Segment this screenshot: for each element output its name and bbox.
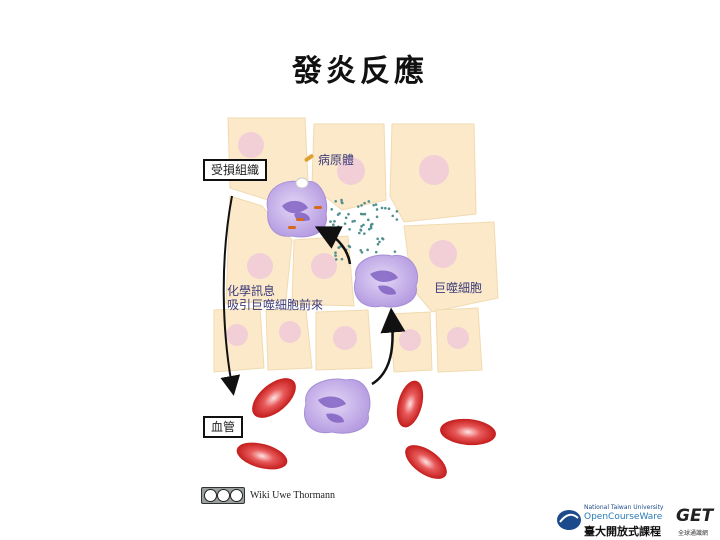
chemical-dot <box>348 227 351 231</box>
label-blood-vessel: 血管 <box>203 416 244 438</box>
chemical-dot <box>369 226 373 230</box>
chemical-dot <box>353 219 356 223</box>
creative-commons-badge <box>201 487 245 504</box>
chemical-dot <box>329 220 332 223</box>
chemical-dot <box>395 218 399 221</box>
chemical-dot <box>362 223 365 227</box>
chemical-dot <box>374 250 378 254</box>
chemical-dot <box>370 222 374 226</box>
ocw-name: OpenCourseWare <box>584 512 663 522</box>
chemical-dot <box>333 220 336 223</box>
chemical-dot <box>376 242 380 246</box>
chemical-dot <box>393 250 397 253</box>
chemical-dot <box>360 225 363 228</box>
chemical-dot <box>384 206 387 210</box>
label-pathogen: 病原體 <box>318 153 355 167</box>
get-subtitle: 全球通識網 <box>678 530 709 537</box>
chemical-dot <box>363 201 366 205</box>
chemical-dot <box>337 246 341 249</box>
ocw-university: National Taiwan University <box>584 504 664 511</box>
phagocyte-engulfing <box>266 180 328 238</box>
slide-title: 發炎反應 <box>292 54 428 89</box>
chemical-dot <box>391 214 395 218</box>
image-credit: Wiki Uwe Thormann <box>250 490 335 501</box>
chemical-dot <box>376 237 379 241</box>
chemical-dot <box>366 218 370 222</box>
chemical-dot <box>375 215 379 219</box>
chemical-dot <box>332 223 335 227</box>
chemical-dot <box>329 244 332 247</box>
chemical-dot <box>359 249 363 252</box>
chemical-dot <box>381 237 384 240</box>
chemical-dot <box>360 204 363 207</box>
chemical-dot <box>395 210 399 213</box>
chemical-dot <box>334 258 338 261</box>
chemical-dot <box>337 225 340 228</box>
ocw-logo: National Taiwan University OpenCourseWar… <box>556 502 716 538</box>
chemical-dot <box>380 206 384 210</box>
pathogen-bacteria <box>295 154 314 189</box>
chemical-dot <box>347 244 351 248</box>
chemical-dot <box>340 257 344 261</box>
label-attract-phagocytes: 吸引巨噬細胞前來 <box>227 298 324 312</box>
chemical-dot <box>334 199 338 203</box>
chemical-dot <box>378 240 381 244</box>
chemical-dot <box>361 212 365 216</box>
chemical-dot <box>344 216 348 220</box>
chemical-dot <box>338 212 341 215</box>
chemical-dot <box>363 232 366 235</box>
phagocyte-in-blood-vessel <box>304 378 371 434</box>
ocw-chinese-name: 臺大開放式課程 <box>584 525 661 538</box>
red-blood-cells <box>236 378 496 479</box>
chemical-dot <box>387 207 391 211</box>
chemical-dot <box>347 212 350 216</box>
label-infected-tissue: 受損組織 <box>203 159 268 181</box>
chemical-dot <box>367 200 371 203</box>
chemical-dot <box>351 220 354 223</box>
chemical-dot <box>372 203 375 207</box>
label-phagocyte: 巨噬細胞 <box>434 281 483 295</box>
chemical-dot <box>340 198 343 202</box>
chemical-dot <box>360 251 364 254</box>
cell-nuclei <box>226 132 469 351</box>
chemical-dot <box>375 208 379 211</box>
chemical-dot <box>343 222 347 225</box>
ntu-emblem-icon <box>557 510 581 530</box>
chemical-dot <box>366 248 369 252</box>
migration-arrow-upper <box>314 226 352 265</box>
chemical-dot <box>334 251 337 255</box>
chemical-dot <box>330 207 334 211</box>
chemical-dot <box>356 205 360 208</box>
phagocyte-migrating <box>354 254 418 308</box>
chemical-dot <box>340 200 344 204</box>
label-chemical-signal: 化學訊息 <box>227 284 276 298</box>
chemical-dot <box>374 203 378 206</box>
chemical-dot <box>334 254 337 257</box>
chemical-dot <box>359 228 362 232</box>
get-logo: GET <box>676 506 714 526</box>
chemical-dot <box>358 231 361 235</box>
signal-arrow <box>220 195 241 396</box>
chemical-dot <box>367 227 371 231</box>
migration-arrow-lower <box>371 307 406 386</box>
chemical-dot <box>363 212 367 216</box>
